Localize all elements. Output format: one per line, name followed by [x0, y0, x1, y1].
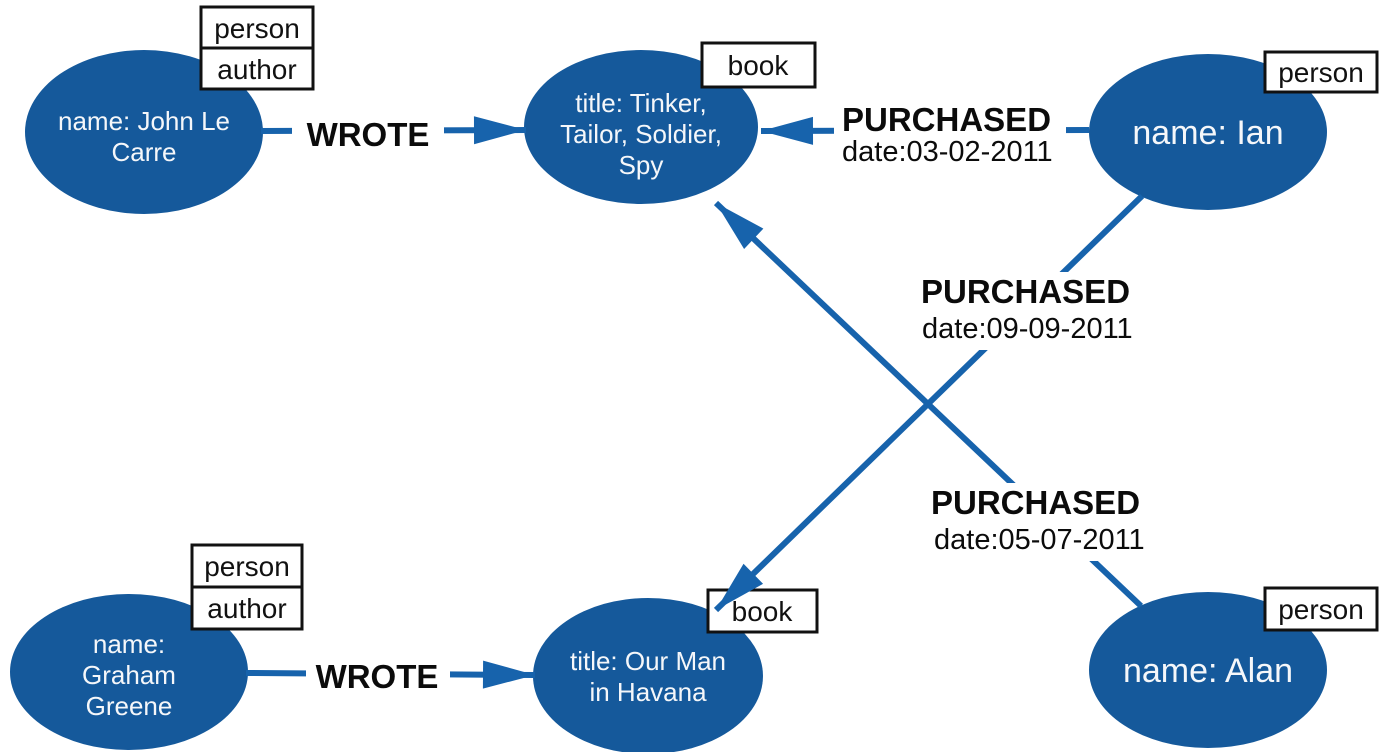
label-box-person [199, 5, 315, 50]
node-graham-greene: name: Graham Greene [10, 594, 248, 750]
label-box-person [1263, 50, 1379, 94]
node-labels-alan: person [1263, 586, 1379, 632]
node-property-line: Carre [111, 137, 176, 167]
node-our-man-in-havana: title: Our Man in Havana [533, 598, 763, 752]
edge-wrote-john-tinker: WROTE [260, 112, 527, 153]
node-ellipse [25, 50, 263, 214]
node-property-line: name: [93, 629, 165, 659]
node-john-le-carre: name: John Le Carre [25, 50, 263, 214]
edge-purchased-ian-havana: PURCHASED date:09-09-2011 [713, 193, 1146, 613]
node-labels-john: person author [199, 5, 315, 91]
relationship-label-bg [306, 654, 450, 694]
label-text-author: author [217, 54, 296, 85]
relationship-type: WROTE [316, 658, 439, 695]
relationship-label-bg [292, 112, 444, 152]
label-text-person: person [1278, 594, 1364, 625]
node-labels-graham: person author [190, 543, 304, 631]
node-property-line: in Havana [589, 677, 707, 707]
edge-purchased-alan-tinker: PURCHASED date:05-07-2011 [713, 200, 1166, 609]
relationship-type: WROTE [307, 116, 430, 153]
label-text-book: book [728, 50, 790, 81]
label-box-book [700, 41, 817, 89]
relationship-date: date:09-09-2011 [922, 313, 1133, 345]
node-property-line: name: John Le [58, 106, 230, 136]
label-text-person: person [204, 551, 290, 582]
label-box-author [190, 585, 304, 631]
node-property-line: name: Ian [1132, 114, 1283, 152]
node-property-line: name: Alan [1123, 652, 1293, 690]
node-property-line: title: Tinker, [575, 88, 707, 118]
label-box-person [190, 543, 304, 589]
node-property-line: Greene [86, 691, 173, 721]
node-labels-tinker: book [700, 41, 817, 89]
edge-purchased-ian-tinker: PURCHASED date:03-02-2011 [760, 100, 1090, 168]
node-property-line: Spy [619, 150, 664, 180]
relationship-date: date:03-02-2011 [842, 136, 1053, 168]
node-ellipse [533, 598, 763, 752]
relationship-label-bg [926, 483, 1166, 561]
relationship-date: date:05-07-2011 [934, 524, 1145, 556]
node-labels-ian: person [1263, 50, 1379, 94]
node-property-line: title: Our Man [570, 646, 726, 676]
label-box-person [1263, 586, 1379, 632]
node-property-line: Graham [82, 660, 176, 690]
label-text-book: book [732, 596, 794, 627]
relationship-type: PURCHASED [931, 484, 1140, 521]
label-box-author [199, 46, 315, 91]
relationship-type: PURCHASED [842, 101, 1051, 138]
edge-wrote-graham-havana: WROTE [245, 654, 536, 695]
label-text-person: person [1278, 57, 1364, 88]
relationship-label-bg [834, 100, 1066, 166]
label-text-author: author [207, 593, 286, 624]
relationship-type: PURCHASED [921, 273, 1130, 310]
node-ellipse [524, 50, 758, 204]
node-labels-havana: book [706, 588, 819, 634]
node-ellipse [10, 594, 248, 750]
node-property-line: Tailor, Soldier, [560, 119, 722, 149]
node-tinker-tailor-soldier-spy: title: Tinker, Tailor, Soldier, Spy [524, 50, 758, 204]
label-text-person: person [214, 13, 300, 44]
relationship-label-bg [916, 272, 1146, 350]
